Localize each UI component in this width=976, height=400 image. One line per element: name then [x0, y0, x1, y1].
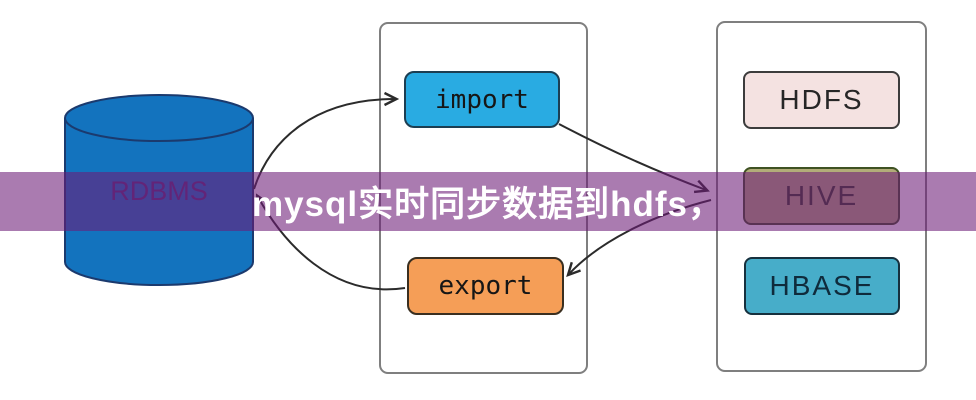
caption-banner: mysql实时同步数据到hdfs， [0, 172, 976, 231]
export-box: export [407, 257, 564, 315]
hdfs-label: HDFS [779, 84, 864, 115]
export-label: export [438, 271, 533, 301]
import-box: import [404, 71, 560, 128]
hdfs-box: HDFS [743, 71, 900, 129]
caption-text: mysql实时同步数据到hdfs， [251, 185, 725, 224]
import-label: import [435, 84, 529, 115]
hbase-box: HBASE [744, 257, 900, 315]
hbase-label: HBASE [769, 270, 875, 301]
